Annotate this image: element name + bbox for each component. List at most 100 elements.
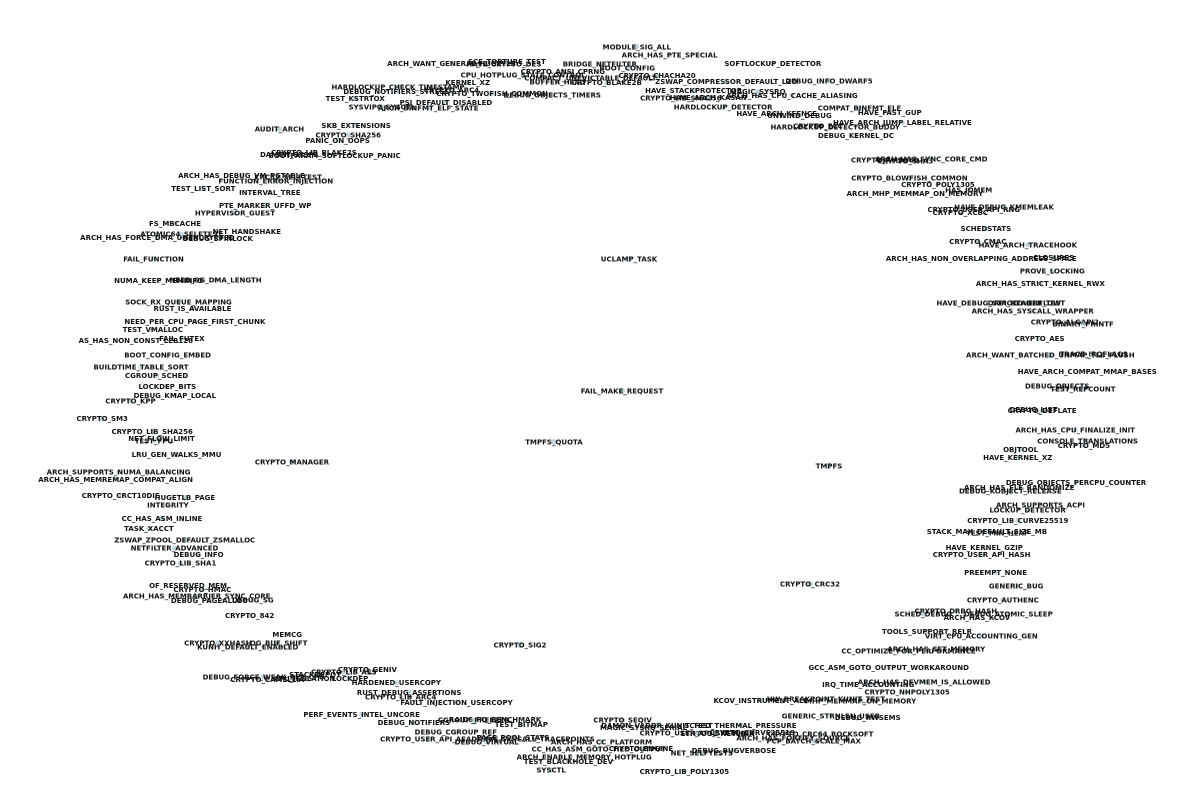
node-dot [1039, 408, 1045, 414]
ring-node: TEST_LIST_SORT [171, 185, 235, 193]
node-dot [1080, 386, 1086, 392]
ring-node: CRYPTO_XCBC [933, 209, 988, 217]
node-dot [128, 398, 133, 404]
node-dot [156, 278, 162, 283]
node-label: ARCH_HAS_STRICT_KERNEL_RWX [976, 280, 1106, 288]
ring-node: HW_BREAKPOINT_KUNIT_TEST [767, 695, 886, 703]
ring-node: CLOSURES [1033, 254, 1074, 262]
node-label: DEBUG_OBJECTS_PERCPU_COUNTER [1006, 479, 1147, 487]
ring-node: CRYPTO_LIB_SHA1 [145, 560, 217, 568]
ring-node: DEBUG_NOTIFIERS [378, 719, 451, 727]
ring-node: ARCH_HAS_CPU_FINALIZE_INIT [1015, 426, 1135, 434]
ring-node: CRYPTO_ARC4 [424, 87, 480, 95]
node-label: ARCH_HAS_DEVMEM_IS_ALLOWED [858, 678, 991, 686]
node-label: HAVE_ARCH_COMPAT_MMAP_BASES [1018, 368, 1157, 376]
ring-node: CPU_ISOLATION [274, 675, 336, 683]
node-dot [667, 52, 673, 58]
ring-node: CRYPTO_KPP [105, 398, 155, 406]
node-dot [1080, 321, 1086, 327]
node-dot [274, 640, 279, 646]
node-label: NEED_SG_DMA_LENGTH [170, 277, 262, 285]
node-label: BOOTPARAM_SOFTLOCKUP_PANIC [269, 152, 401, 160]
node-label: CRYPTO_XCBC [933, 209, 988, 217]
node-dot [1081, 442, 1087, 448]
node-dot [737, 723, 743, 728]
node-dot [352, 95, 358, 101]
node-dot [774, 110, 780, 116]
node-label: DEBUG_KOBJECT_RELEASE [959, 488, 1062, 496]
node-dot [993, 569, 999, 575]
node-dot [720, 104, 726, 110]
node-label: MHP_MEMMAP_ON_MEMORY [805, 698, 917, 706]
node-label: TASK_XACCT [124, 525, 174, 533]
node-dot [215, 640, 221, 646]
node-dot [192, 318, 198, 324]
ring-node: GENERIC_STRNLEN_USER [782, 712, 881, 720]
ring-node: ATOMIC64_SELFTEST [140, 231, 222, 239]
node-label: DEBUG_SPINLOCK [183, 235, 254, 243]
ring-node: ARCH_HAS_MEMBARRIER_SYNC_CORE [123, 593, 271, 601]
ring-node: CC_HAS_ASM_GOTO_TIED_OUTPUT [532, 746, 666, 754]
ring-node: HARDLOCKUP_DETECTOR_BUDDY [770, 123, 900, 131]
node-label: HAVE_KERNEL_GZIP [946, 544, 1023, 552]
node-dot [189, 306, 195, 312]
node-label: ARCH_HAS_KCOV [944, 614, 1011, 622]
node-label: BINARY_PRINTF [1052, 320, 1114, 328]
ring-node: ARCH_ENABLE_MEMORY_HOTPLUG [517, 754, 652, 762]
node-label: CRYPTO_CURVE25519 [710, 729, 795, 737]
node-label: MAGIC_SYSRQ_SERIAL [600, 724, 688, 732]
node-dot [626, 256, 632, 262]
ring-node: OBJTOOL [1003, 446, 1039, 454]
ring-node: PAGE_POOL_STATS [476, 734, 549, 742]
node-dot [364, 667, 370, 673]
ring-node: ARCH_HAS_STRICT_KERNEL_RWX [976, 280, 1106, 288]
node-label: ARCH_SUPPORTS_ACPI [996, 502, 1085, 510]
ring-node: HAVE_FAST_GUP [858, 109, 922, 117]
node-dot [921, 679, 927, 685]
ring-node: ARCH_BINFMT_ELF_STATE [378, 104, 479, 112]
node-dot [276, 126, 282, 132]
node-label: CRYPTO_SEQIV [593, 717, 652, 725]
node-dot [620, 717, 626, 723]
node-label: INTEGRITY [147, 501, 190, 509]
ring-node: CRYPTO_LIB_SHA256 [111, 428, 193, 436]
ring-node: DEBUG_SG [232, 597, 274, 605]
node-label: ZSWAP_COMPRESSOR_DEFAULT_LZO [655, 78, 797, 86]
ring-node: HAVE_SYSCALL_TRACEPOINTS [477, 735, 595, 743]
node-dot [264, 677, 270, 682]
ring-node: NEED_PER_CPU_PAGE_FIRST_CHUNK [124, 318, 266, 326]
ring-node: DEBUG_KOBJECT_RELEASE [959, 488, 1062, 496]
node-dot [1037, 335, 1043, 341]
node-label: ARCH_HAS_SET_MEMORY [887, 646, 986, 654]
node-label: DEBUG_ATOMIC_SLEEP [964, 610, 1053, 618]
node-dot [906, 175, 912, 181]
ring-node: COMPACT_UNEVICTABLE_DEFAULT [524, 75, 656, 83]
ring-node: NEED_SG_DMA_LENGTH [170, 277, 262, 285]
ring-node: PROVE_LOCKING [1020, 268, 1085, 276]
node-dot [533, 736, 539, 742]
ring-node: STACK_MAX_DEFAULT_SIZE_MB [927, 528, 1047, 536]
node-label: UNWIND_DEBUG [767, 112, 832, 120]
node-dot [302, 676, 307, 682]
node-label: CRYPTO_LIB_SHA1 [145, 560, 217, 568]
ring-node: PTE_MARKER_UFFD_WP [219, 202, 311, 210]
node-label: HAVE_STACKPROTECTOR [645, 87, 743, 95]
node-label: PSI_DEFAULT_DISABLED [400, 99, 493, 107]
node-label: CRYPTO_MD5 [1058, 442, 1110, 450]
node-label: ARCH_WANT_BATCHED_UNMAP_TLB_FLUSH [966, 352, 1135, 360]
center-node-tmpfs-quota: TMPFS_QUOTA [525, 439, 583, 447]
ring-node: HAVE_ARCH_KASAN [670, 94, 747, 102]
node-label: ARCH_HAS_SYNC_CORE_CMD [875, 156, 988, 164]
node-label: ARCH_HAS_MEMBARRIER_SYNC_CORE [123, 593, 271, 601]
node-label: ARCH_HAS_DEBUG_VM_PGTABLE [178, 172, 305, 180]
node-dot [159, 515, 165, 521]
node-dot [151, 438, 157, 444]
ring-node: ETHTOOL_NETLINK [681, 730, 755, 738]
ring-node: PCP_BATCH_SCALE_MAX [766, 738, 861, 746]
node-dot [699, 750, 705, 756]
ring-node: RAID6_PQ_BENCHMARK [449, 716, 542, 724]
node-dot [150, 327, 156, 333]
node-dot [247, 613, 253, 618]
ring-node: BUILDTIME_TABLE_SORT [93, 364, 188, 372]
ring-node: MAGIC_SYSRQ_SERIAL [600, 724, 688, 732]
